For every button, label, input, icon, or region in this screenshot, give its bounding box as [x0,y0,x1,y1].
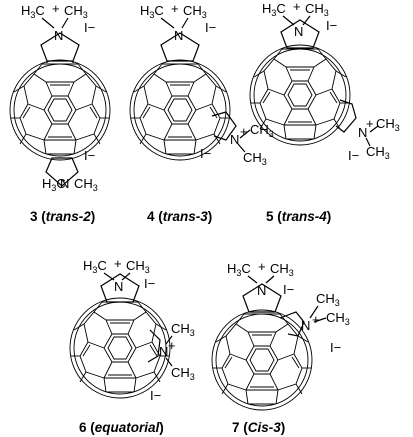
c3-bottom-h3c: H3C [42,176,66,193]
c4-side-ch3-a: CH3 [250,122,274,139]
c4-side-iodide: I− [200,146,211,161]
c7-top-ch3: CH3 [270,261,294,278]
compound-3: H3C + CH3 N I− H3C N CH3 I− 3 (trans-2) [9,1,111,224]
fullerene-cage-6 [69,297,171,399]
c6-top-plus: + [114,256,122,271]
c4-top-iodide: I− [205,20,216,35]
c3-bottom-iodide: I− [84,148,95,163]
compound-4: H3C + CH3 N I− N + CH3 CH3 I− 4 (trans-3… [129,1,274,224]
compound-5: H3C + CH3 N I− N + CH3 CH3 I− 5 (trans-4… [249,0,400,224]
c7-top-n: N [257,283,266,298]
c5-top-n: N [294,24,303,39]
c7-side-n: N [301,318,310,333]
c7-side-ch3-b: CH3 [326,310,350,327]
c6-side-ch3-a: CH3 [171,321,195,338]
c7-top-h3c: H3C [227,261,251,278]
c3-top-ch3: CH3 [64,3,88,20]
c3-top-plus: + [52,1,60,16]
c5-side-iodide: I− [348,148,359,163]
c5-top-ch3: CH3 [305,1,329,18]
c4-side-plus: + [240,124,248,139]
fullerene-cage-7 [211,309,313,411]
fullerene-cage-3 [9,59,111,161]
fullerene-cage-4 [129,59,231,161]
c4-top-n: N [174,28,183,43]
c5-top-iodide: I− [326,18,337,33]
c5-top-plus: + [293,0,301,14]
c7-top-plus: + [258,259,266,274]
caption-4: 4 (trans-3) [147,209,212,224]
c7-top-iodide: I− [283,282,294,297]
c7-side-ch3-a: CH3 [316,291,340,308]
c5-side-ch3-b: CH3 [366,144,390,161]
c3-top-n: N [54,28,63,43]
c3-top-h3c: H3C [21,3,45,20]
c5-side-plus: + [366,116,374,131]
caption-6: 6 (equatorial) [79,420,164,435]
c6-top-ch3: CH3 [126,258,150,275]
c4-top-ch3: CH3 [183,3,207,20]
c5-top-h3c: H3C [262,1,286,18]
c3-bottom-n: N [60,176,69,191]
compound-7: H3C + CH3 N I− N + CH3 CH3 I− 7 (Cis-3) [211,259,350,435]
c3-top-iodide: I− [84,20,95,35]
c7-side-iodide: I− [330,340,341,355]
c4-top-h3c: H3C [140,3,164,20]
c4-side-n: N [230,132,239,147]
c7-side-plus: + [312,312,320,327]
caption-7: 7 (Cis-3) [232,420,285,435]
caption-3: 3 (trans-2) [30,209,95,224]
c6-top-h3c: H3C [83,258,107,275]
c6-top-n: N [114,279,123,294]
c6-side-n: N [159,344,168,359]
c4-side-ch3-b: CH3 [243,150,267,167]
c6-side-plus: + [168,338,176,353]
c5-side-ch3-a: CH3 [376,116,400,133]
caption-5: 5 (trans-4) [266,209,331,224]
c6-top-iodide: I− [144,276,155,291]
c4-top-plus: + [171,1,179,16]
c6-side-iodide: I− [150,388,161,403]
c5-side-n: N [358,125,367,140]
compound-6: H3C + CH3 N I− N + CH3 CH3 I− 6 (equator… [69,256,195,435]
c6-side-ch3-b: CH3 [171,365,195,382]
c3-bottom-ch3: CH3 [74,176,98,193]
